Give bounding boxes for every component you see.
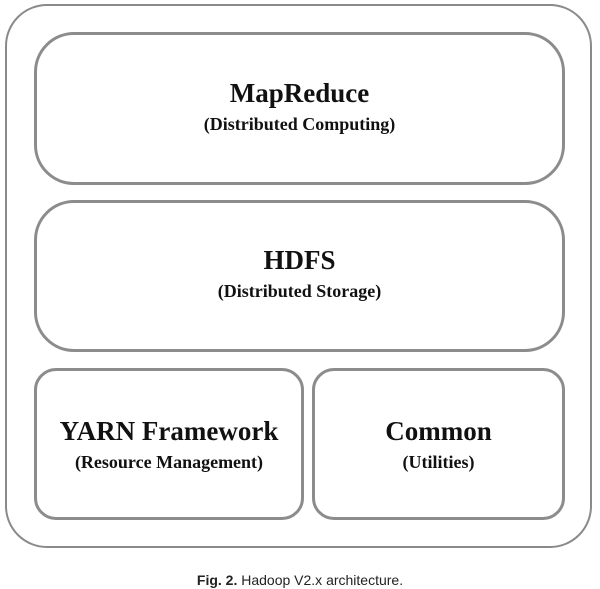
figure-caption-label: Fig. 2.: [196, 572, 238, 588]
hdfs-block: HDFS (Distributed Storage): [34, 200, 565, 352]
yarn-title: YARN Framework: [59, 416, 279, 446]
hdfs-subtitle: (Distributed Storage): [217, 281, 382, 301]
yarn-block: YARN Framework (Resource Management): [34, 368, 304, 520]
mapreduce-subtitle: (Distributed Computing): [203, 113, 396, 134]
common-subtitle: (Utilities): [402, 452, 475, 472]
hdfs-title: HDFS: [263, 245, 336, 275]
common-block: Common (Utilities): [312, 368, 565, 520]
figure-caption-text: Hadoop V2.x architecture.: [241, 572, 404, 588]
mapreduce-block: MapReduce (Distributed Computing): [34, 32, 565, 185]
figure-caption: Fig. 2. Hadoop V2.x architecture.: [0, 571, 600, 589]
mapreduce-title: MapReduce: [229, 77, 370, 108]
yarn-subtitle: (Resource Management): [74, 452, 264, 472]
common-title: Common: [385, 416, 492, 446]
